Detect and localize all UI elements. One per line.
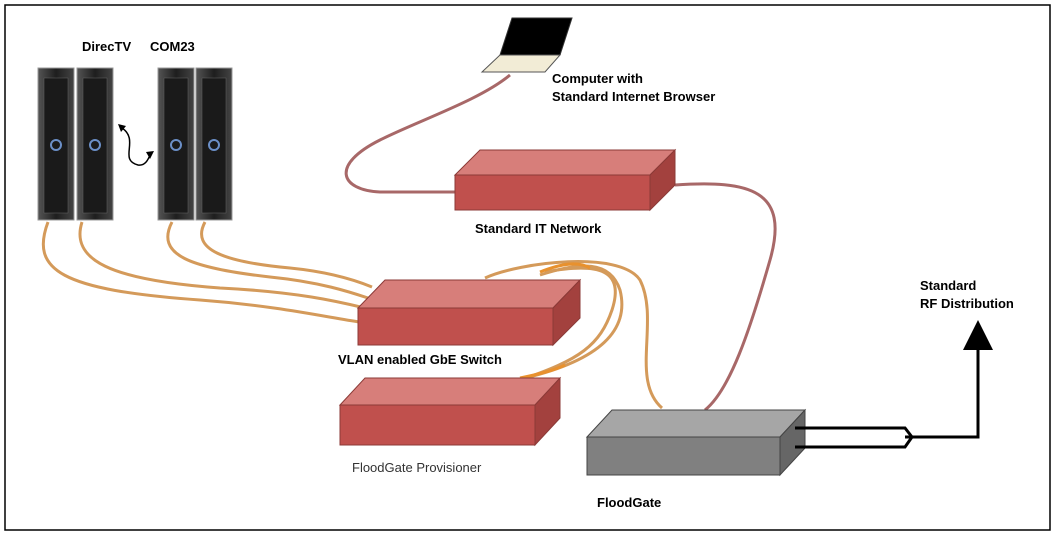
exchange-arrow-tail-icon bbox=[146, 151, 154, 159]
com23-card-2 bbox=[76, 67, 114, 221]
it-network-label: Standard IT Network bbox=[475, 221, 602, 236]
vlan-switch-box bbox=[356, 278, 582, 347]
com23-card-1 bbox=[37, 67, 75, 221]
directv-label: DirecTV bbox=[82, 39, 132, 54]
cable-computer-to-network bbox=[344, 73, 511, 194]
cable-network-to-floodgate bbox=[674, 182, 777, 412]
cable-card-2 bbox=[78, 221, 366, 310]
orange-cables bbox=[519, 262, 591, 380]
it-network-box bbox=[453, 148, 677, 212]
network-cables bbox=[344, 73, 777, 412]
rf-label-line1: Standard bbox=[920, 278, 977, 293]
provisioner-box bbox=[338, 376, 562, 447]
com23-label: COM23 bbox=[150, 39, 195, 54]
cable-switch-to-provisioner-a bbox=[524, 264, 624, 380]
exchange-arrow-icon bbox=[121, 127, 151, 166]
provisioner-label: FloodGate Provisioner bbox=[352, 460, 482, 475]
com23-cables bbox=[41, 221, 664, 410]
rf-label-line2: RF Distribution bbox=[920, 296, 1014, 311]
exchange-arrow-head-icon bbox=[118, 124, 126, 132]
floodgate-box bbox=[585, 408, 807, 477]
vlan-switch-label: VLAN enabled GbE Switch bbox=[338, 352, 502, 367]
floodgate-label: FloodGate bbox=[597, 495, 662, 510]
cable-card-3 bbox=[166, 221, 369, 300]
diagram-frame bbox=[4, 4, 1051, 531]
com23-card-3 bbox=[157, 67, 195, 221]
com23-card-4 bbox=[195, 67, 233, 221]
rf-cable-loop bbox=[795, 426, 914, 449]
rf-output bbox=[795, 320, 993, 449]
cable-card-4 bbox=[200, 221, 373, 289]
cable-switch-to-provisioner-b bbox=[519, 266, 617, 382]
cable-orange-2 bbox=[519, 363, 566, 380]
cable-card-1 bbox=[41, 221, 361, 324]
computer-label-line1: Computer with bbox=[552, 71, 643, 86]
cable-switch-to-floodgate bbox=[484, 260, 664, 410]
laptop-icon bbox=[480, 17, 573, 73]
cable-orange-1 bbox=[539, 262, 591, 274]
com23-cards bbox=[37, 67, 233, 221]
computer-label-line2: Standard Internet Browser bbox=[552, 89, 716, 104]
rf-distribution-arrow bbox=[905, 320, 993, 439]
